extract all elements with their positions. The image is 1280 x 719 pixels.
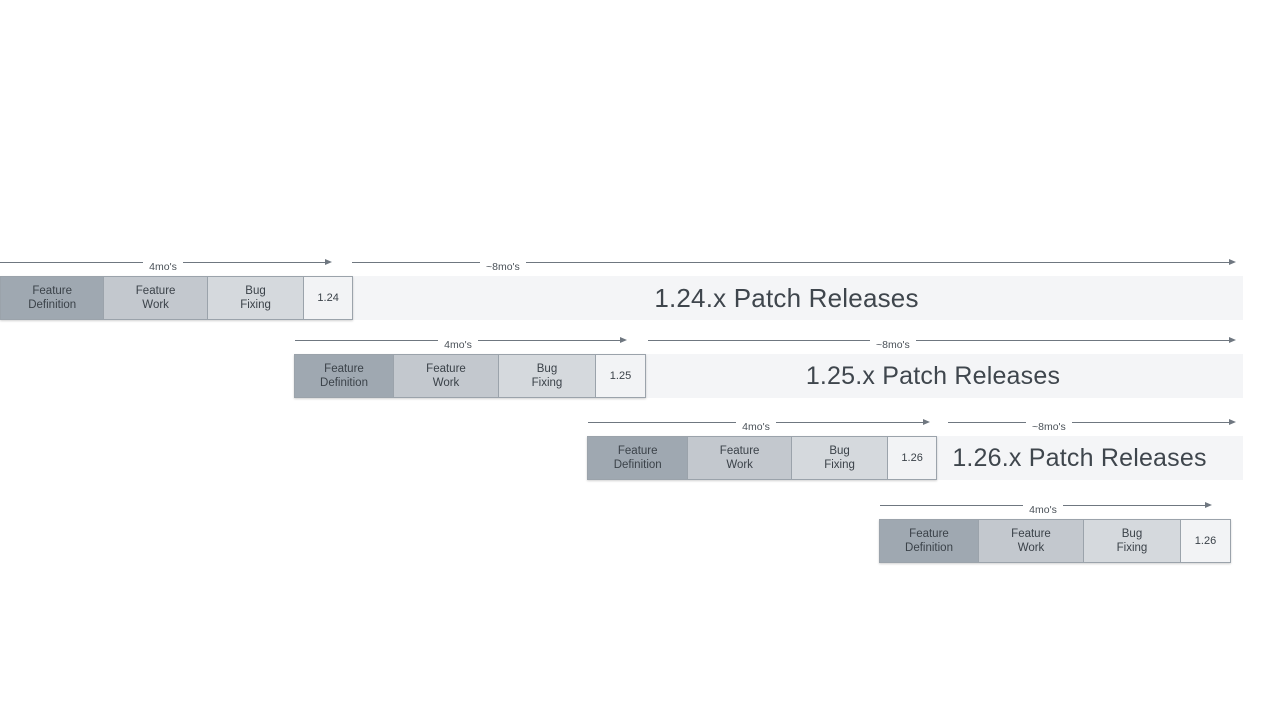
patch-duration-label: ~8mo's xyxy=(876,339,910,351)
patch-duration-label: ~8mo's xyxy=(486,261,520,273)
version-label: 1.26 xyxy=(1194,535,1217,547)
version-chip-1-24: 1.24 xyxy=(304,277,352,319)
patch-release-band-1-26: 1.26.x Patch Releases xyxy=(916,436,1243,480)
phase-feature-work: Feature Work xyxy=(979,520,1084,562)
arrowhead-icon xyxy=(620,337,627,343)
phase-feature-work: Feature Work xyxy=(394,355,499,397)
arrow-segment-right xyxy=(1062,504,1206,506)
patch-release-band-1-25: 1.25.x Patch Releases xyxy=(623,354,1243,398)
phase-label-line2: Work xyxy=(1017,542,1045,554)
arrow-segment-left xyxy=(880,504,1024,506)
phase-label-line1: Feature xyxy=(426,363,466,375)
phase-label-line2: Definition xyxy=(28,299,77,311)
phase-bug-fixing: Bug Fixing xyxy=(207,277,305,319)
phase-label-line1: Feature xyxy=(32,285,73,297)
phase-label-line2: Work xyxy=(142,299,169,311)
phase-label-line1: Feature xyxy=(719,445,760,457)
phase-label-line2: Fixing xyxy=(240,299,271,311)
phase-bug-fixing: Bug Fixing xyxy=(499,355,596,397)
version-label: 1.25 xyxy=(609,370,632,382)
phase-feature-definition: Feature Definition xyxy=(295,355,394,397)
arrow-segment-right xyxy=(775,421,924,423)
arrow-segment-left xyxy=(648,339,870,341)
version-label: 1.24 xyxy=(317,292,339,304)
phase-bar-1-24: Feature Definition Feature Work Bug Fixi… xyxy=(0,276,353,320)
dev-duration-arrow-next: 4mo's xyxy=(880,495,1212,516)
version-chip-1-25: 1.25 xyxy=(596,355,645,397)
arrowhead-icon xyxy=(1229,419,1236,425)
arrow-segment-left xyxy=(0,261,144,263)
patch-release-label: 1.25.x Patch Releases xyxy=(805,361,1061,390)
phase-bar-1-26: Feature Definition Feature Work Bug Fixi… xyxy=(587,436,937,480)
patch-release-label: 1.26.x Patch Releases xyxy=(952,443,1207,472)
phase-bar-1-25: Feature Definition Feature Work Bug Fixi… xyxy=(294,354,646,398)
phase-bar-next: Feature Definition Feature Work Bug Fixi… xyxy=(879,519,1231,563)
version-chip-next: 1.26 xyxy=(1181,520,1230,562)
phase-feature-definition: Feature Definition xyxy=(1,277,105,319)
arrow-segment-left xyxy=(588,421,737,423)
arrow-segment-left xyxy=(352,261,480,263)
phase-label-line2: Definition xyxy=(613,459,662,471)
phase-feature-definition: Feature Definition xyxy=(880,520,979,562)
dev-duration-arrow-1-25: 4mo's xyxy=(295,330,627,351)
arrowhead-icon xyxy=(1205,502,1212,508)
dev-duration-label: 4mo's xyxy=(149,261,177,273)
patch-duration-arrow-1-26: ~8mo's xyxy=(948,412,1236,433)
patch-release-label: 1.24.x Patch Releases xyxy=(654,282,919,313)
version-label: 1.26 xyxy=(901,452,923,464)
phase-label-line1: Bug xyxy=(1121,528,1143,540)
phase-feature-definition: Feature Definition xyxy=(588,437,689,479)
dev-duration-label: 4mo's xyxy=(742,421,770,433)
dev-duration-arrow-1-26: 4mo's xyxy=(588,412,930,433)
phase-label-line1: Bug xyxy=(245,285,266,297)
arrow-segment-right xyxy=(1071,421,1230,423)
phase-bug-fixing: Bug Fixing xyxy=(1084,520,1181,562)
phase-label-line1: Feature xyxy=(1011,528,1051,540)
phase-label-line2: Fixing xyxy=(824,459,855,471)
phase-label-line1: Feature xyxy=(324,363,364,375)
phase-label-line1: Feature xyxy=(909,528,949,540)
phase-feature-work: Feature Work xyxy=(104,277,208,319)
patch-duration-label: ~8mo's xyxy=(1032,421,1066,433)
phase-label-line2: Work xyxy=(432,377,460,389)
dev-duration-label: 4mo's xyxy=(444,339,472,351)
phase-label-line2: Work xyxy=(726,459,753,471)
phase-label-line1: Bug xyxy=(536,363,558,375)
phase-label-line2: Definition xyxy=(320,377,368,389)
arrowhead-icon xyxy=(1229,337,1236,343)
arrowhead-icon xyxy=(1229,259,1236,265)
patch-release-band-1-24: 1.24.x Patch Releases xyxy=(330,276,1243,320)
arrow-segment-right xyxy=(915,339,1230,341)
patch-duration-arrow-1-25: ~8mo's xyxy=(648,330,1236,351)
arrow-segment-left xyxy=(295,339,439,341)
phase-label-line1: Feature xyxy=(617,445,658,457)
arrow-segment-left xyxy=(948,421,1026,423)
dev-duration-arrow-1-24: 4mo's xyxy=(0,252,332,273)
phase-label-line1: Feature xyxy=(135,285,176,297)
phase-feature-work: Feature Work xyxy=(688,437,792,479)
arrowhead-icon xyxy=(923,419,930,425)
arrow-segment-right xyxy=(525,261,1230,263)
phase-label-line2: Definition xyxy=(905,542,953,554)
arrow-segment-right xyxy=(477,339,621,341)
phase-bug-fixing: Bug Fixing xyxy=(791,437,889,479)
arrow-segment-right xyxy=(182,261,326,263)
patch-duration-arrow-1-24: ~8mo's xyxy=(352,252,1236,273)
phase-label-line2: Fixing xyxy=(1116,542,1148,554)
arrowhead-icon xyxy=(325,259,332,265)
phase-label-line1: Bug xyxy=(829,445,850,457)
phase-label-line2: Fixing xyxy=(531,377,563,389)
version-chip-1-26: 1.26 xyxy=(888,437,936,479)
dev-duration-label: 4mo's xyxy=(1029,504,1057,516)
